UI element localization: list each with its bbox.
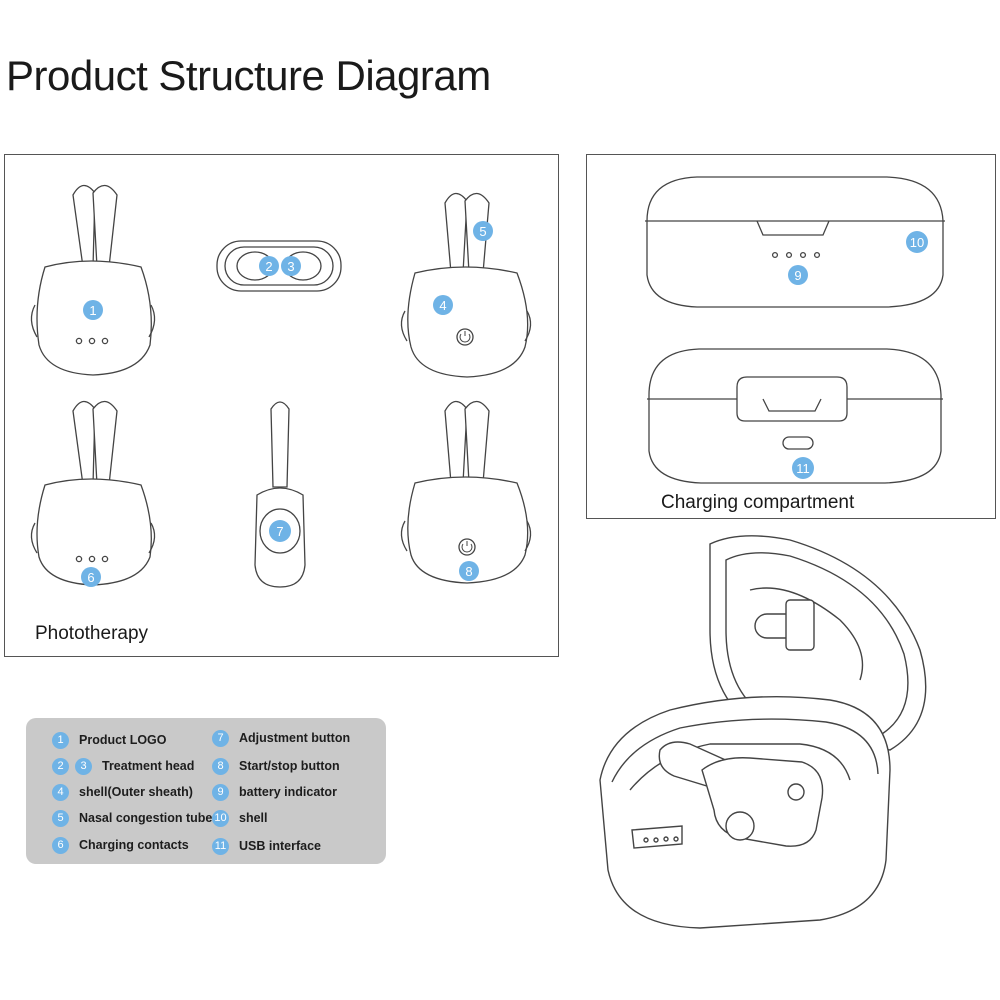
legend-badge: 10 xyxy=(212,809,229,827)
legend-label: shell xyxy=(239,811,268,825)
badge-9: 9 xyxy=(788,265,808,285)
legend-label: Treatment head xyxy=(102,759,195,773)
legend-item: 10 shell xyxy=(212,808,268,828)
charging-case-illustration: 9 10 11 xyxy=(645,176,945,484)
legend-badge: 1 xyxy=(52,731,69,749)
badge-2: 2 xyxy=(259,256,279,276)
charging-compartment-label: Charging compartment xyxy=(661,492,855,513)
open-case-illustration xyxy=(599,535,927,929)
legend-label: Charging contacts xyxy=(79,838,189,852)
svg-text:8: 8 xyxy=(465,564,472,579)
legend-item: 8 Start/stop button xyxy=(212,756,340,776)
legend-label: shell(Outer sheath) xyxy=(79,785,193,799)
legend-item: 5 Nasal congestion tube xyxy=(52,808,212,828)
svg-text:9: 9 xyxy=(794,268,801,283)
svg-text:5: 5 xyxy=(479,224,486,239)
legend-badge: 5 xyxy=(52,809,69,827)
legend-badge: 11 xyxy=(212,837,229,855)
svg-text:1: 1 xyxy=(89,303,96,318)
phototherapy-label: Phototherapy xyxy=(35,623,149,644)
legend-label: Product LOGO xyxy=(79,733,167,747)
legend-label: Start/stop button xyxy=(239,759,340,773)
legend-item: 1 Product LOGO xyxy=(52,730,167,750)
svg-text:6: 6 xyxy=(87,570,94,585)
svg-text:10: 10 xyxy=(910,235,924,250)
legend-badge: 8 xyxy=(212,757,229,775)
device-side-view xyxy=(254,401,306,588)
device-front-view xyxy=(30,184,156,376)
legend-badge: 7 xyxy=(212,729,229,747)
legend-badge: 9 xyxy=(212,783,229,801)
badge-3: 3 xyxy=(281,256,301,276)
badge-11: 11 xyxy=(792,457,814,479)
legend-item: 7 Adjustment button xyxy=(212,728,350,748)
legend-item: 6 Charging contacts xyxy=(52,835,189,855)
svg-text:7: 7 xyxy=(276,524,283,539)
badge-7: 7 xyxy=(269,520,291,542)
svg-text:11: 11 xyxy=(796,461,810,476)
legend-label: Adjustment button xyxy=(239,731,351,745)
page-title: Product Structure Diagram xyxy=(6,52,491,99)
badge-4: 4 xyxy=(433,295,453,315)
charging-compartment-panel: 9 10 11 Charging compartment xyxy=(586,154,996,519)
svg-text:2: 2 xyxy=(265,259,272,274)
device-back-view xyxy=(400,192,532,378)
legend-label: battery indicator xyxy=(239,785,337,799)
svg-text:4: 4 xyxy=(439,298,446,313)
legend-item: 9 battery indicator xyxy=(212,782,337,802)
legend-label: USB interface xyxy=(239,839,321,853)
legend-item: 11 USB interface xyxy=(212,836,321,856)
badge-10: 10 xyxy=(906,231,928,253)
legend-badge: 4 xyxy=(52,783,69,801)
case-top-view xyxy=(645,176,945,308)
legend-panel: 1 Product LOGO 2 3 Treatment head 4 shel… xyxy=(26,718,386,864)
legend-badge: 3 xyxy=(75,757,92,775)
legend-badge: 6 xyxy=(52,836,69,854)
case-front-view xyxy=(647,348,943,484)
legend-item: 4 shell(Outer sheath) xyxy=(52,782,193,802)
phototherapy-illustration: 1 2 3 4 5 6 7 8 xyxy=(30,184,532,588)
device-button-view xyxy=(400,400,532,584)
badge-8: 8 xyxy=(459,561,479,581)
device-contacts-view xyxy=(30,400,156,586)
badge-1: 1 xyxy=(83,300,103,320)
badge-5: 5 xyxy=(473,221,493,241)
legend-label: Nasal congestion tube xyxy=(79,811,213,825)
svg-text:3: 3 xyxy=(287,259,294,274)
legend-item: 2 3 Treatment head xyxy=(52,756,194,776)
phototherapy-panel: 1 2 3 4 5 6 7 8 Phototherapy xyxy=(4,154,559,657)
badge-6: 6 xyxy=(81,567,101,587)
legend-badge: 2 xyxy=(52,757,69,775)
